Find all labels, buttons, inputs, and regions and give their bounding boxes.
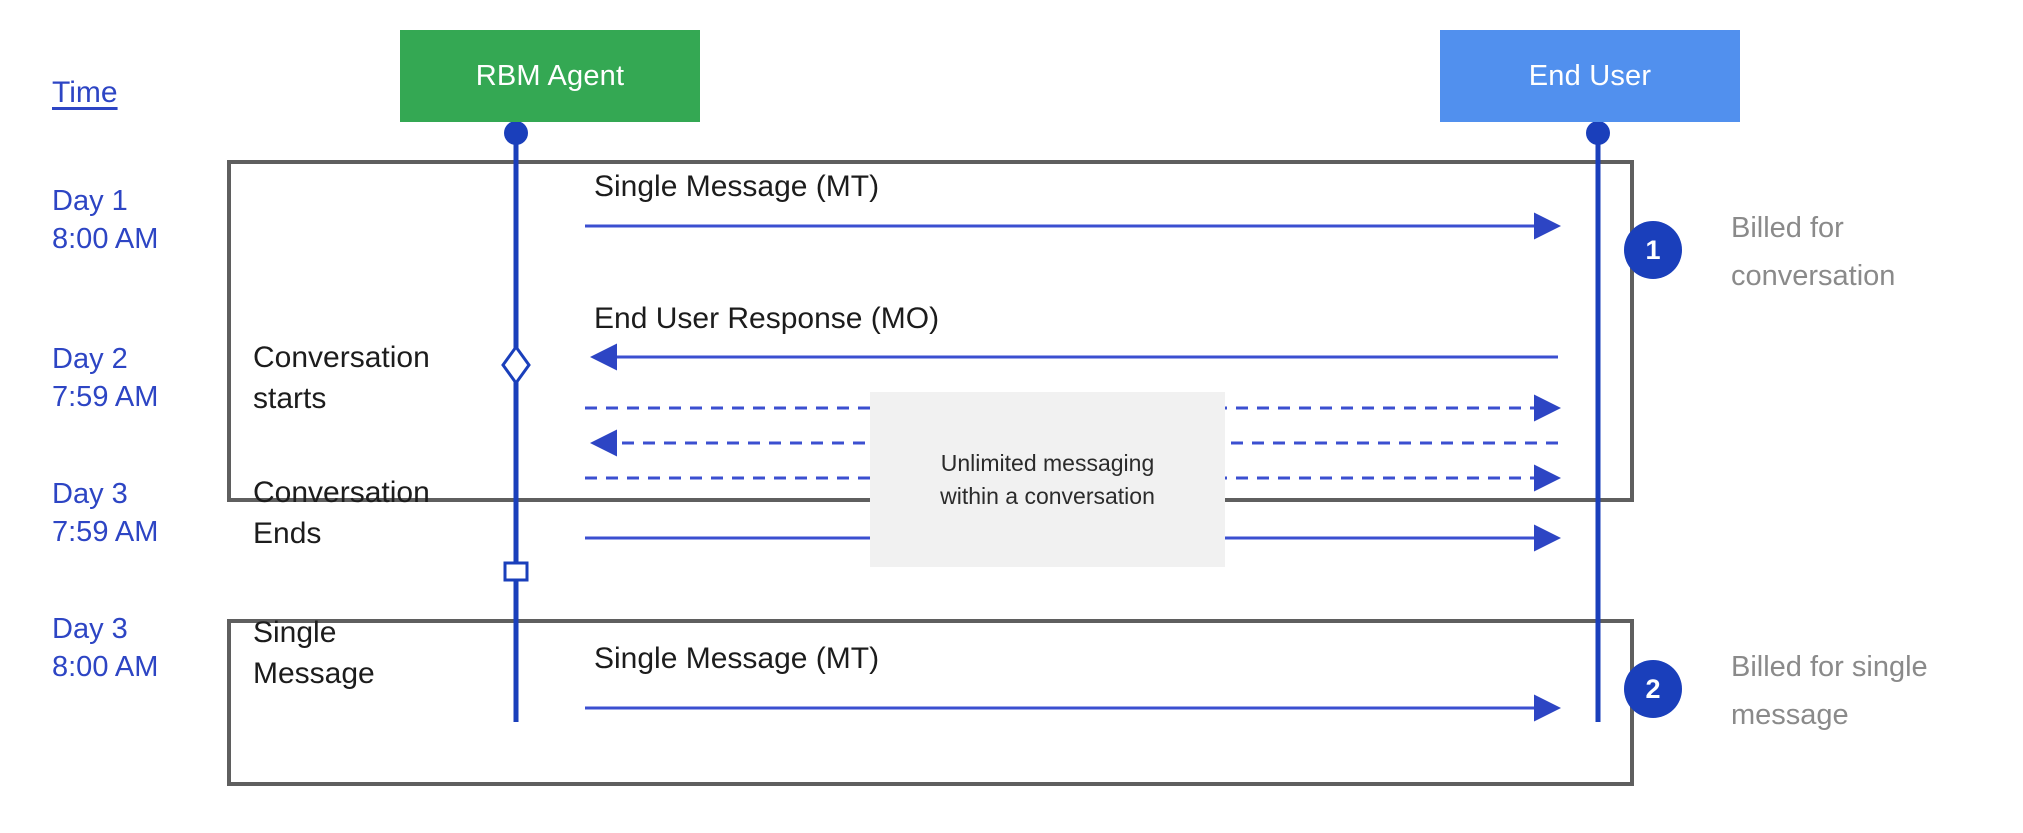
callout-badge-2[interactable]: 2 [1624,660,1682,718]
phase-label-single-message: Single Message [253,616,375,690]
message-label-single-message-mt-2: Single Message (MT) [594,642,880,675]
actor-end-user[interactable]: End User [1440,30,1740,122]
callout-text-billed-for-conversation: Billed for conversation [1731,212,1896,292]
phase-label-conversation-ends: Conversation Ends [253,476,430,550]
callout-badge-2-number: 2 [1645,673,1661,704]
time-label-day1: Day 1 8:00 AM [52,185,159,255]
time-label-day2: Day 2 7:59 AM [52,343,159,413]
time-column-header: Time [52,76,118,109]
callout-badge-1[interactable]: 1 [1624,221,1682,279]
conversation-start-diamond [501,344,531,386]
actor-rbm-agent[interactable]: RBM Agent [400,30,700,122]
conversation-end-square [503,561,529,582]
callout-badge-1-number: 1 [1645,234,1661,265]
actor-rbm-agent-label: RBM Agent [475,59,625,92]
user-lifeline-start-dot [1586,121,1610,145]
note-line-1: Unlimited messaging [940,449,1155,476]
note-line-2: within a conversation [940,482,1155,509]
phase-label-conversation-starts: Conversation starts [253,341,430,415]
callout-text-billed-for-single-message: Billed for single message [1731,651,1928,731]
agent-lifeline-start-dot [504,121,528,145]
message-label-end-user-response-mo: End User Response (MO) [594,302,940,335]
note-unlimited-messaging: Unlimited messaging within a conversatio… [870,392,1225,567]
time-label-day3-end: Day 3 7:59 AM [52,478,159,548]
message-label-single-message-mt-1: Single Message (MT) [594,170,880,203]
actor-end-user-label: End User [1528,59,1652,92]
time-label-day3-single: Day 3 8:00 AM [52,613,159,683]
